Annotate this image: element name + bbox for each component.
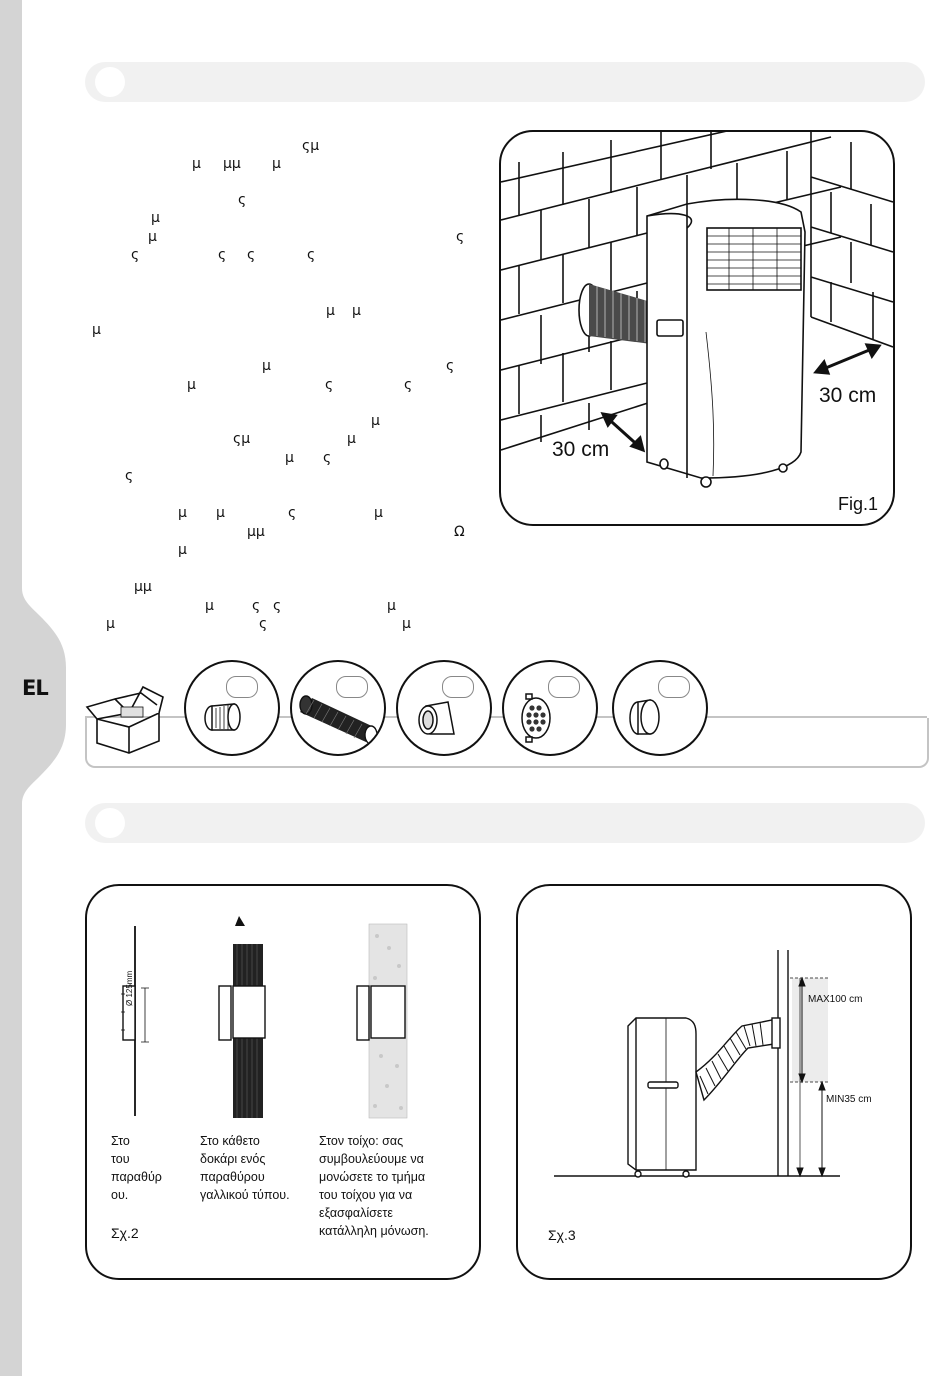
text-fragment: μ xyxy=(106,616,115,632)
exhaust-hose xyxy=(695,1017,781,1102)
accessory-end-cap xyxy=(612,660,708,756)
language-tab: EL xyxy=(22,676,49,700)
accessory-grille-adapter xyxy=(502,660,598,756)
brick-wall-illustration xyxy=(501,132,893,488)
text-fragment: μ xyxy=(371,413,380,429)
text-fragment: μ xyxy=(326,303,335,319)
accessory-nozzle xyxy=(396,660,492,756)
clearance-arrow-left xyxy=(600,412,646,453)
figure-1-clearance: 30 cm 30 cm Fig.1 xyxy=(499,130,895,526)
exhaust-hose xyxy=(578,283,651,344)
end-cap-icon xyxy=(629,699,660,735)
text-fragment: μ xyxy=(347,431,356,447)
figure-2-mounting-options: Ø 125mm Στο του παραθύρ ου. Στο κάθετο δ… xyxy=(85,884,481,1280)
accessory-adapter-ring xyxy=(184,660,280,756)
text-fragment: ς xyxy=(288,505,297,521)
min-height-label: MIN35 cm xyxy=(826,1094,872,1105)
hose-height-illustration xyxy=(554,950,840,1178)
text-fragment: ς xyxy=(125,468,134,484)
text-fragment: μ xyxy=(216,505,225,521)
text-fragment: μ xyxy=(178,542,187,558)
text-fragment: ς xyxy=(252,598,261,614)
text-fragment: μ xyxy=(272,156,281,172)
text-fragment: ς xyxy=(323,450,332,466)
text-fragment: μ xyxy=(205,598,214,614)
portable-air-conditioner xyxy=(646,198,806,488)
nozzle-icon xyxy=(418,701,455,735)
figure-3-hose-height: MAX100 cm MIN35 cm Σχ.3 xyxy=(516,884,912,1280)
text-fragment: ς xyxy=(325,377,334,393)
text-fragment: ςμ xyxy=(302,138,320,154)
wall-mount xyxy=(356,923,408,1119)
mounting-options-illustration xyxy=(121,916,408,1119)
section-number-dot xyxy=(95,808,125,838)
adapter-ring-icon xyxy=(204,703,241,731)
text-fragment: ς xyxy=(218,247,227,263)
text-fragment: μ xyxy=(262,358,271,374)
section-header-installation xyxy=(85,62,925,102)
accessory-exhaust-hose xyxy=(290,660,386,756)
figure-label: Fig.1 xyxy=(838,494,879,514)
text-fragment: μ xyxy=(148,229,157,245)
caption-wall: Στον τοίχο: σας συμβουλεύουμε να μονώσετ… xyxy=(319,1134,429,1238)
text-fragment: ς xyxy=(273,598,282,614)
text-fragment: μ xyxy=(387,598,396,614)
accessory-number-badge xyxy=(658,676,690,698)
text-fragment: μ xyxy=(187,377,196,393)
text-fragment: μ xyxy=(92,322,101,338)
accessory-number-badge xyxy=(442,676,474,698)
grille-adapter-icon xyxy=(521,693,551,743)
text-fragment: ςμ xyxy=(233,431,251,447)
text-fragment: ς xyxy=(131,247,140,263)
text-fragment: μ xyxy=(178,505,187,521)
text-fragment: μ xyxy=(192,156,201,172)
accessory-box xyxy=(85,683,167,755)
figure-label: Σχ.3 xyxy=(548,1227,576,1243)
text-fragment: ς xyxy=(259,616,268,632)
max-height-label: MAX100 cm xyxy=(808,994,863,1005)
text-fragment: Ω xyxy=(454,524,465,540)
section-header-hose xyxy=(85,803,925,843)
clearance-arrow-right xyxy=(813,343,882,375)
text-fragment: ς xyxy=(404,377,413,393)
caption-french-window: Στο κάθετο δοκάρι ενός παραθύρου γαλλικο… xyxy=(200,1134,290,1202)
text-fragment: μ xyxy=(151,210,160,226)
text-fragment: ς xyxy=(238,192,247,208)
figure-label: Σχ.2 xyxy=(111,1225,139,1241)
text-fragment: ς xyxy=(446,358,455,374)
text-fragment: μμ xyxy=(134,579,152,595)
text-fragment: μμ xyxy=(223,156,241,172)
text-fragment: μ xyxy=(402,616,411,632)
text-fragment: ς xyxy=(456,229,465,245)
french-window-beam-mount xyxy=(218,916,266,1118)
dimension-label-right: 30 cm xyxy=(819,384,877,407)
box-icon xyxy=(85,685,164,754)
section-number-dot xyxy=(95,67,125,97)
text-fragment: μ xyxy=(285,450,294,466)
dimension-label-left: 30 cm xyxy=(552,438,610,461)
accessory-number-badge xyxy=(548,676,580,698)
text-fragment: ς xyxy=(307,247,316,263)
text-fragment: μ xyxy=(352,303,361,319)
accessory-number-badge xyxy=(336,676,368,698)
text-fragment: μ xyxy=(374,505,383,521)
diameter-label: Ø 125mm xyxy=(125,970,134,1006)
text-fragment: ς xyxy=(247,247,256,263)
window-panel-mount xyxy=(121,926,149,1116)
exhaust-hose-icon xyxy=(299,695,378,745)
accessory-number-badge xyxy=(226,676,258,698)
text-fragment: μμ xyxy=(247,524,265,540)
portable-air-conditioner xyxy=(627,1017,697,1178)
caption-window-panel: Στο του παραθύρ ου. xyxy=(111,1134,162,1202)
